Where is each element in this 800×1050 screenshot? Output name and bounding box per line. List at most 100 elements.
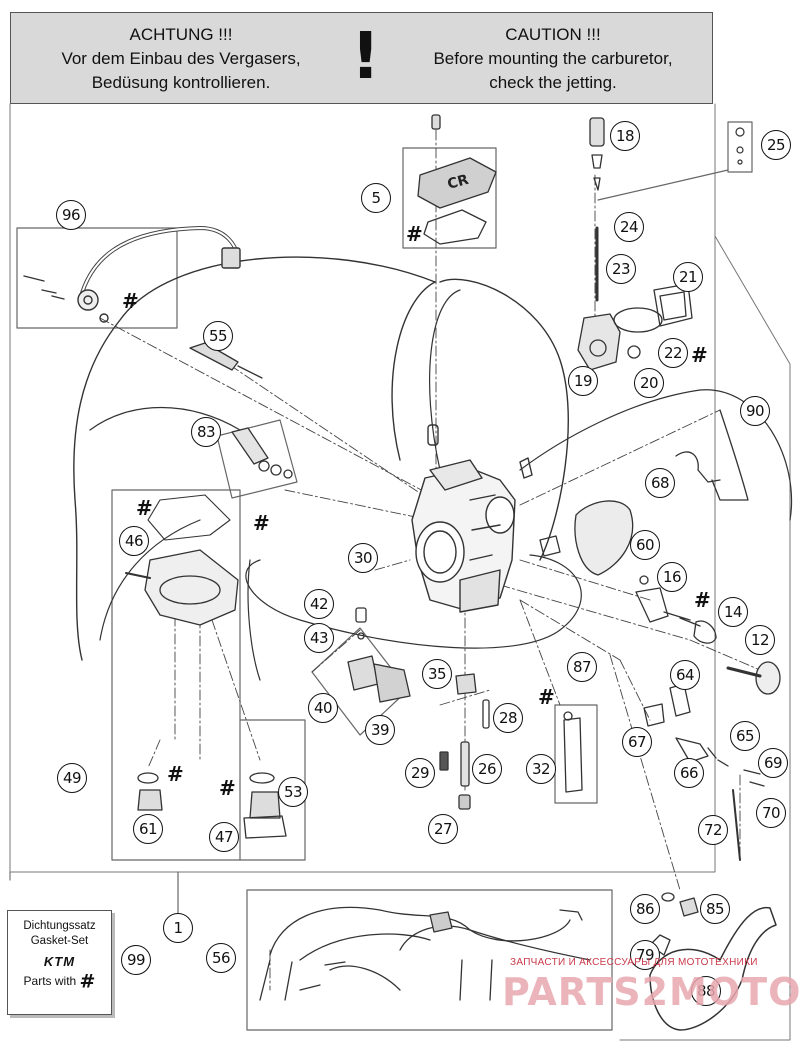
callout-16: 16 — [657, 562, 687, 592]
callout-5: 5 — [361, 183, 391, 213]
gasket-marker: # — [691, 343, 708, 367]
callout-68: 68 — [645, 468, 675, 498]
gasket-marker: # — [406, 222, 423, 246]
group-box-96 — [16, 227, 178, 329]
warning-en-line: check the jetting. — [489, 73, 617, 92]
warning-en-line: Before mounting the carburetor, — [433, 49, 673, 68]
gasket-set-en: Gasket-Set — [30, 935, 89, 947]
gasket-set-de: Dichtungssatz — [23, 920, 96, 932]
float-bowl — [125, 494, 287, 839]
callout-12: 12 — [745, 625, 775, 655]
callout-87: 87 — [567, 652, 597, 682]
gasket-marker: # — [136, 496, 153, 520]
gasket-marker: # — [122, 289, 139, 313]
gasket-marker: # — [219, 776, 236, 800]
warning-en-title: CAUTION !!! — [505, 25, 601, 44]
exclamation-icon: ! — [351, 20, 381, 94]
axis-line — [619, 659, 651, 721]
axis-line — [439, 689, 491, 706]
idle-screw — [189, 342, 263, 379]
callout-23: 23 — [606, 254, 636, 284]
drain-hose — [99, 519, 201, 641]
warning-german: ACHTUNG !!! Vor dem Einbau des Vergasers… — [31, 23, 331, 95]
axis-line — [519, 599, 561, 706]
callout-60: 60 — [630, 530, 660, 560]
axis-line — [214, 354, 431, 501]
vent-hose — [73, 256, 436, 661]
callout-40: 40 — [308, 693, 338, 723]
callout-66: 66 — [674, 758, 704, 788]
watermark-tagline: ЗАПЧАСТИ И АКСЕССУАРЫ ДЛЯ МОТОТЕХНИКИ — [510, 957, 758, 968]
top-cover: CR — [417, 114, 497, 245]
group-box-83 — [216, 419, 298, 499]
overflow-hose — [519, 389, 793, 521]
axis-line — [147, 739, 161, 769]
gasket-parts-note: Parts with # — [8, 972, 111, 991]
callout-22: 22 — [658, 338, 688, 368]
warning-english: CAUTION !!! Before mounting the carburet… — [403, 23, 703, 95]
carburetor-body — [411, 424, 533, 613]
callout-46: 46 — [119, 526, 149, 556]
warning-de-title: ACHTUNG !!! — [129, 25, 233, 44]
drain-fitting — [649, 892, 777, 1031]
jet-parts — [439, 673, 583, 810]
gasket-marker: # — [167, 762, 184, 786]
callout-21: 21 — [673, 262, 703, 292]
gasket-parts-mark: # — [79, 970, 96, 993]
callout-30: 30 — [348, 543, 378, 573]
axis-line — [99, 317, 441, 501]
callout-55: 55 — [203, 321, 233, 351]
gasket-set-legend: Dichtungssatz Gasket-Set KTM Parts with … — [7, 910, 112, 1015]
group-box-32 — [554, 704, 598, 804]
overflow-hose — [429, 289, 461, 471]
callout-67: 67 — [622, 727, 652, 757]
callout-1: 1 — [163, 913, 193, 943]
callout-53: 53 — [278, 777, 308, 807]
hose-set-56 — [259, 906, 591, 1001]
vent-hose — [391, 281, 436, 461]
axis-line — [519, 559, 651, 601]
warning-de-line: Bedüsung kontrollieren. — [91, 73, 271, 92]
callout-24: 24 — [614, 212, 644, 242]
group-box-5 — [402, 147, 497, 249]
callout-99: 99 — [121, 945, 151, 975]
hardware-25 — [735, 127, 745, 165]
lid-text: CR — [446, 172, 471, 193]
parts-with-label: Parts with — [23, 974, 77, 988]
callout-26: 26 — [472, 754, 502, 784]
vent-hose — [89, 407, 241, 431]
axis-line — [284, 489, 431, 521]
vent-hose — [439, 278, 569, 561]
gasket-marker: # — [694, 588, 711, 612]
warning-de-line: Vor dem Einbau des Vergasers, — [61, 49, 301, 68]
callout-27: 27 — [428, 814, 458, 844]
throttle-valve-parts — [577, 117, 693, 371]
throttle-sensor-cable — [23, 226, 241, 323]
callout-20: 20 — [634, 368, 664, 398]
overflow-hose — [245, 554, 582, 649]
axis-line — [211, 619, 261, 761]
axis-line — [609, 654, 681, 891]
axis-line — [689, 639, 761, 671]
callout-90: 90 — [740, 396, 770, 426]
axis-line — [519, 599, 621, 661]
callout-19: 19 — [568, 366, 598, 396]
callout-43: 43 — [304, 623, 334, 653]
callout-83: 83 — [191, 417, 221, 447]
fuel-screw — [231, 427, 293, 479]
callout-14: 14 — [718, 597, 748, 627]
callout-56: 56 — [206, 943, 236, 973]
callout-86: 86 — [630, 894, 660, 924]
axis-line — [374, 559, 411, 571]
axis-line — [499, 584, 691, 641]
callout-69: 69 — [758, 748, 788, 778]
callout-47: 47 — [209, 822, 239, 852]
callout-85: 85 — [700, 894, 730, 924]
callout-61: 61 — [133, 814, 163, 844]
callout-79: 79 — [630, 940, 660, 970]
callout-35: 35 — [422, 659, 452, 689]
float-and-needle — [347, 607, 411, 703]
ktm-logo: KTM — [43, 954, 76, 969]
